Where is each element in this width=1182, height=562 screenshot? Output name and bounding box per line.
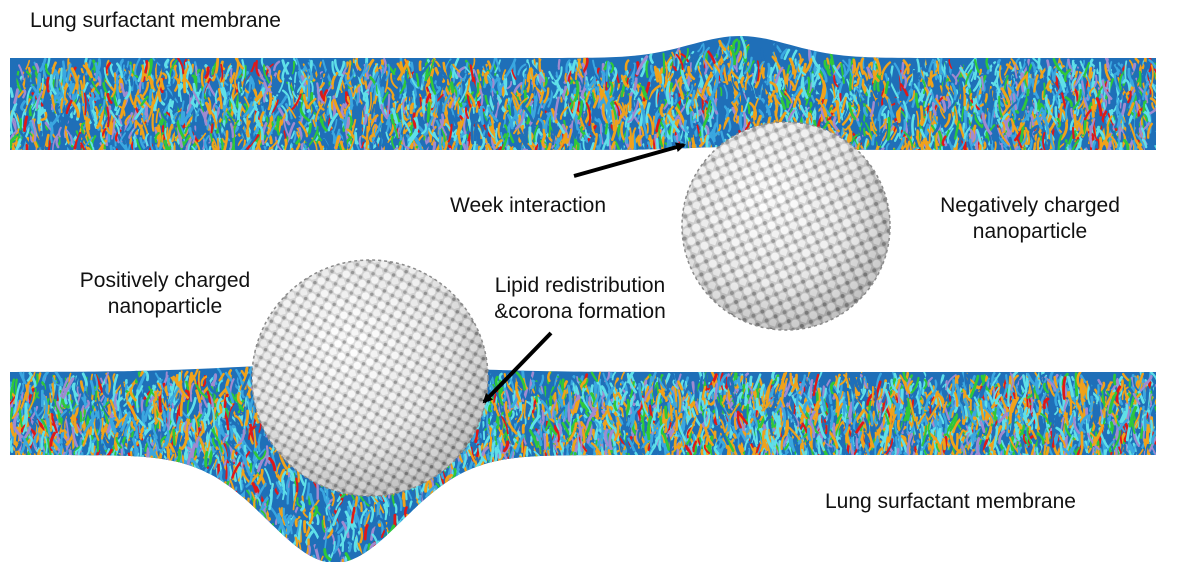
negative-nanoparticle-label-line2: nanoparticle: [972, 220, 1088, 243]
negative-nanoparticle-label: Negatively charged nanoparticle: [915, 193, 1145, 245]
weak-interaction-label: Week interaction: [450, 194, 607, 217]
bottom-membrane: [10, 364, 1156, 562]
positive-nanoparticle: [251, 259, 489, 497]
redistribution-label-line2: &corona formation: [494, 300, 666, 323]
bottom-membrane-label: Lung surfactant membrane: [825, 490, 1076, 513]
redistribution-arrow: [482, 331, 553, 404]
negative-nanoparticle: [681, 121, 891, 331]
positive-nanoparticle-label-line2: nanoparticle: [107, 295, 223, 318]
positive-nanoparticle-label-line1: Positively charged: [79, 269, 251, 292]
redistribution-label: Lipid redistribution &corona formation: [465, 273, 695, 325]
top-membrane: [10, 36, 1156, 150]
negative-nanoparticle-label-line1: Negatively charged: [940, 194, 1120, 217]
weak-interaction-arrow: [573, 142, 686, 178]
redistribution-label-line1: Lipid redistribution: [494, 274, 666, 297]
top-membrane-label: Lung surfactant membrane: [30, 9, 281, 32]
positive-nanoparticle-label: Positively charged nanoparticle: [50, 268, 280, 320]
